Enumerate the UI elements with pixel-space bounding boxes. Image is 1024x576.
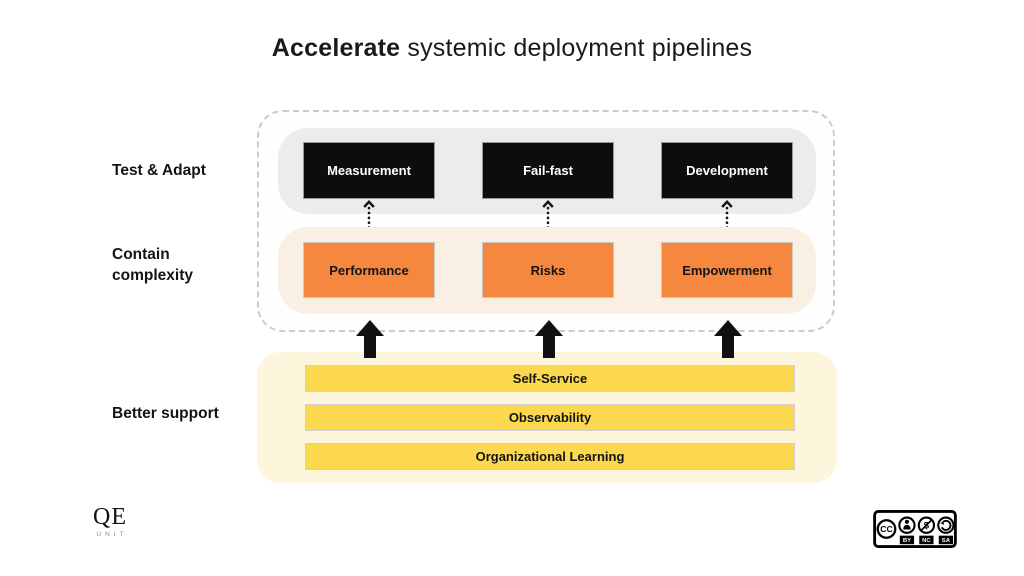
row-label-better-support: Better support xyxy=(112,405,219,422)
up-arrow-icon xyxy=(355,320,385,358)
qe-logo-text: QE xyxy=(93,504,127,530)
cc-icon: CC xyxy=(876,519,897,539)
cc-by-nc-sa-badge: CC $ BY NC SA xyxy=(872,510,958,548)
up-arrow-icon xyxy=(713,320,743,358)
page-title-lead: Accelerate xyxy=(271,34,401,62)
row-label-contain-line1: Contain xyxy=(112,246,170,263)
page-title-rest: systemic deployment pipelines xyxy=(400,34,753,62)
row-label-test-adapt: Test & Adapt xyxy=(112,162,206,179)
bar-organizational-learning: Organizational Learning xyxy=(305,443,795,470)
row-label-contain-complexity: Contain complexity xyxy=(112,244,193,286)
bar-observability: Observability xyxy=(305,404,795,431)
sa-sharealike-icon xyxy=(937,516,955,534)
nc-noncommercial-icon: $ xyxy=(917,516,936,534)
box-fail-fast: Fail-fast xyxy=(482,142,614,199)
svg-text:CC: CC xyxy=(880,524,892,534)
svg-text:BY: BY xyxy=(903,538,911,544)
by-attribution-icon xyxy=(898,516,916,534)
bar-self-service: Self-Service xyxy=(305,365,795,392)
box-empowerment: Empowerment xyxy=(661,242,793,298)
box-development: Development xyxy=(661,142,793,199)
qe-logo-subtext: UNIT xyxy=(96,531,128,538)
row-label-contain-line2: complexity xyxy=(112,267,193,284)
box-performance: Performance xyxy=(303,242,435,298)
box-measurement: Measurement xyxy=(303,142,435,199)
up-arrow-icon xyxy=(534,320,564,358)
page-title: Accelerate systemic deployment pipelines xyxy=(0,34,1024,63)
svg-text:SA: SA xyxy=(942,538,951,544)
svg-text:NC: NC xyxy=(922,538,931,544)
box-risks: Risks xyxy=(482,242,614,298)
svg-text:$: $ xyxy=(924,521,930,532)
qe-unit-logo: QE UNIT xyxy=(80,504,140,538)
